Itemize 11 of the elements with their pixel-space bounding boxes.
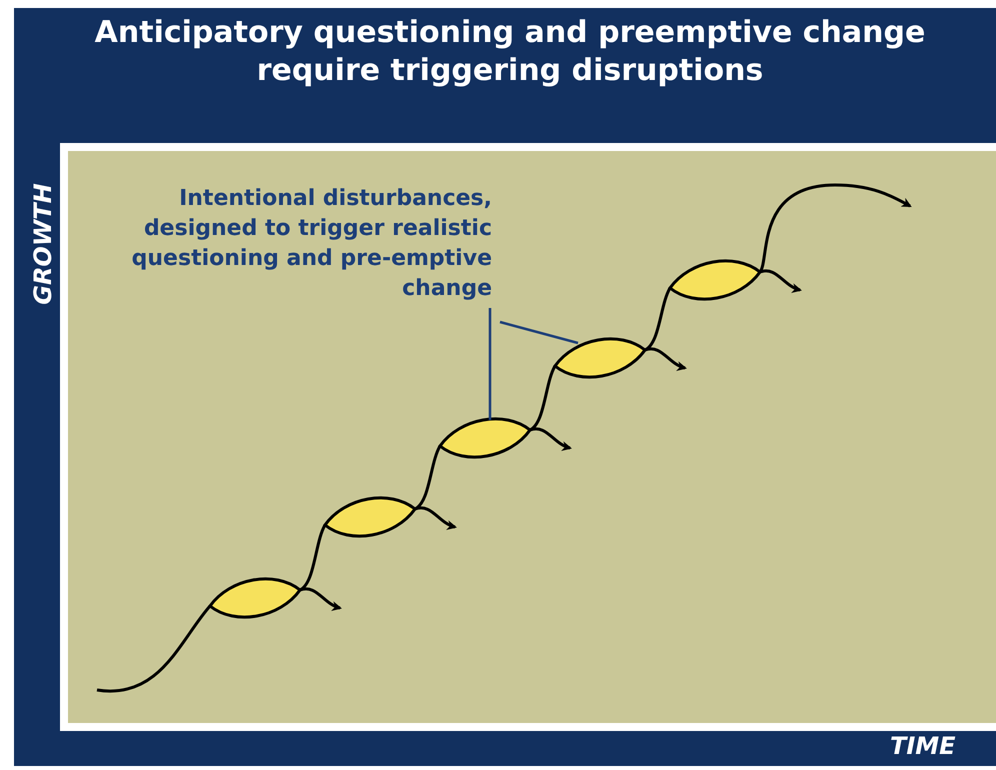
lens-shape bbox=[554, 338, 646, 378]
lens-shape bbox=[438, 418, 532, 458]
leader-line bbox=[488, 308, 492, 420]
title: Anticipatory questioning and preemptive change require triggering disruptions bbox=[94, 14, 926, 90]
lens-shape bbox=[324, 496, 416, 538]
axis-label: TIME bbox=[890, 732, 956, 760]
axis-label: GROWTH bbox=[28, 183, 57, 305]
lens-shape bbox=[668, 260, 762, 300]
callout-text: Intentional disturbances, designed to trigger realistic questioning and pre-emptive change bbox=[80, 184, 492, 304]
leader-line bbox=[500, 320, 578, 344]
lens-shape bbox=[208, 578, 302, 618]
